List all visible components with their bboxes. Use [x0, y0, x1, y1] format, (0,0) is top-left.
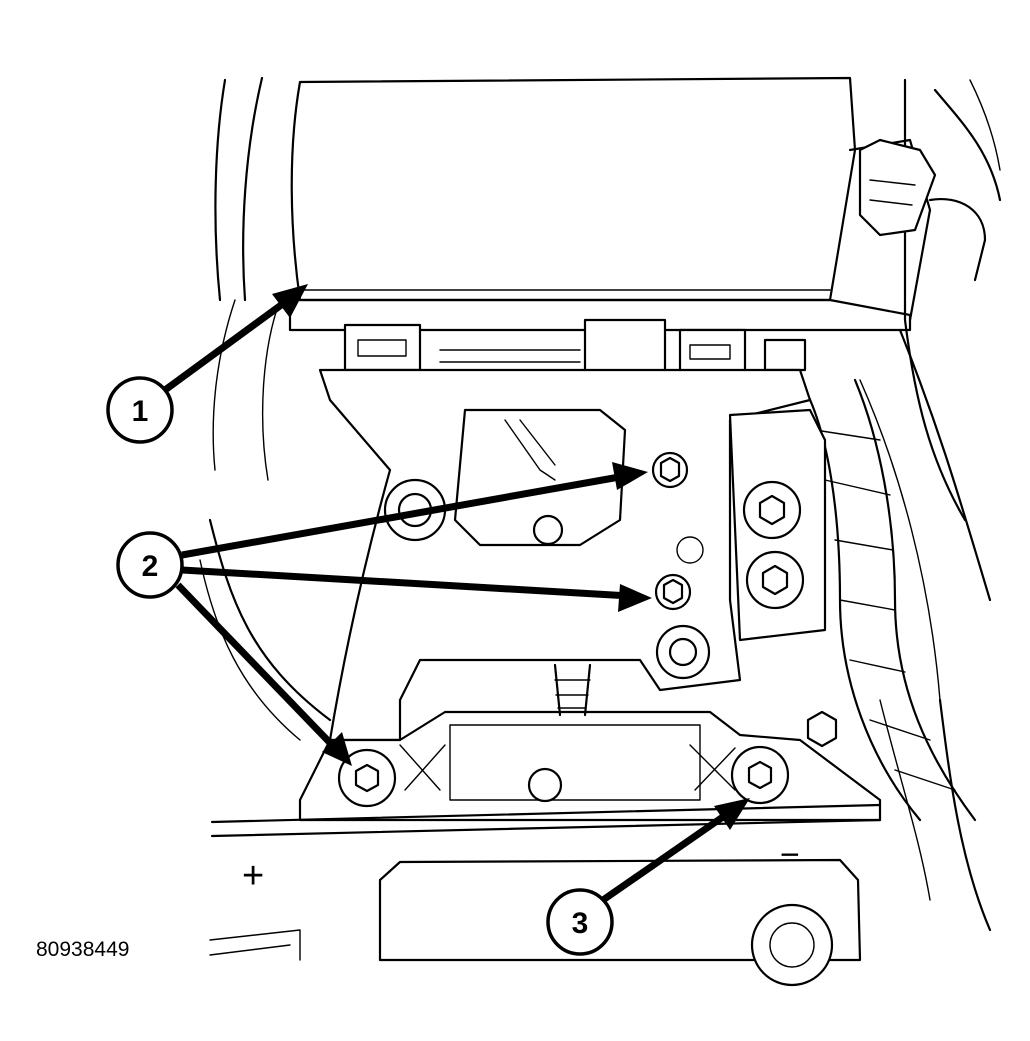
callout-3-label: 3	[572, 907, 589, 940]
arrowhead-2c	[322, 732, 352, 766]
battery-tray-bracket	[298, 663, 882, 822]
leader-arrow-2b	[181, 566, 631, 600]
leader-arrow-1	[162, 297, 291, 393]
arrowhead-3	[714, 798, 750, 830]
arrowhead-2b	[618, 584, 652, 612]
leader-arrow-2a	[181, 472, 626, 559]
leader-arrows	[162, 284, 750, 903]
battery: + −	[209, 803, 882, 987]
callout-1: 1	[106, 376, 174, 444]
callout-1-label: 1	[132, 395, 149, 428]
mounting-bracket	[318, 368, 827, 742]
callout-3: 3	[546, 888, 614, 956]
leader-arrow-3	[601, 809, 732, 903]
leader-arrow-2c	[175, 582, 338, 751]
callout-2: 2	[116, 531, 184, 599]
figure-id-label: 80938449	[36, 938, 130, 961]
arrowhead-1	[272, 284, 308, 318]
power-distribution-center	[288, 76, 987, 377]
arrowhead-2a	[612, 462, 648, 490]
callout-2-label: 2	[142, 550, 159, 583]
negative-terminal-symbol: −	[780, 836, 800, 874]
positive-terminal-symbol: +	[242, 855, 264, 897]
